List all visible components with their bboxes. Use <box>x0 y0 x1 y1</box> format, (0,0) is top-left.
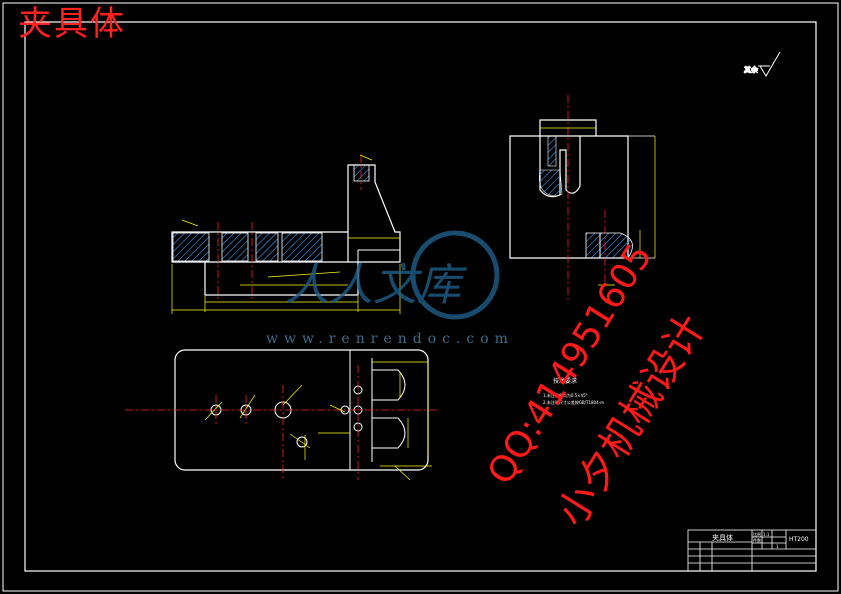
roughness-symbol: 其余 <box>744 51 781 77</box>
side-view <box>509 95 656 300</box>
tech-req-title: 技术要求 <box>553 377 577 385</box>
watermark-logo: 人人文库 <box>285 230 500 320</box>
title-block-count-value: 1 <box>776 544 779 549</box>
title-block-count-label: 件数 <box>753 537 761 543</box>
technical-requirements: 技术要求 1.未注倒角均为0.5×45° 2.未注明尺寸公差按GB/T1804-… <box>543 377 604 405</box>
title-block-material: HT200 <box>789 536 809 543</box>
top-view <box>125 349 440 481</box>
front-view <box>171 154 401 314</box>
tech-req-line-2: 2.未注明尺寸公差按GB/T1804-m <box>543 399 604 405</box>
title-block-name: 夹具体 <box>712 533 733 542</box>
title-block <box>687 529 817 572</box>
title-block-scale-value: 1:1 <box>763 532 770 537</box>
watermark-url: www.renrendoc.com <box>266 331 514 347</box>
roughness-label: 其余 <box>744 65 758 74</box>
drawing-title: 夹具体 <box>18 4 126 44</box>
tech-req-line-1: 1.未注倒角均为0.5×45° <box>543 392 588 398</box>
title-block-scale-label: 比例 <box>753 531 761 537</box>
watermark-logo-text: 人人文库 <box>285 260 468 311</box>
